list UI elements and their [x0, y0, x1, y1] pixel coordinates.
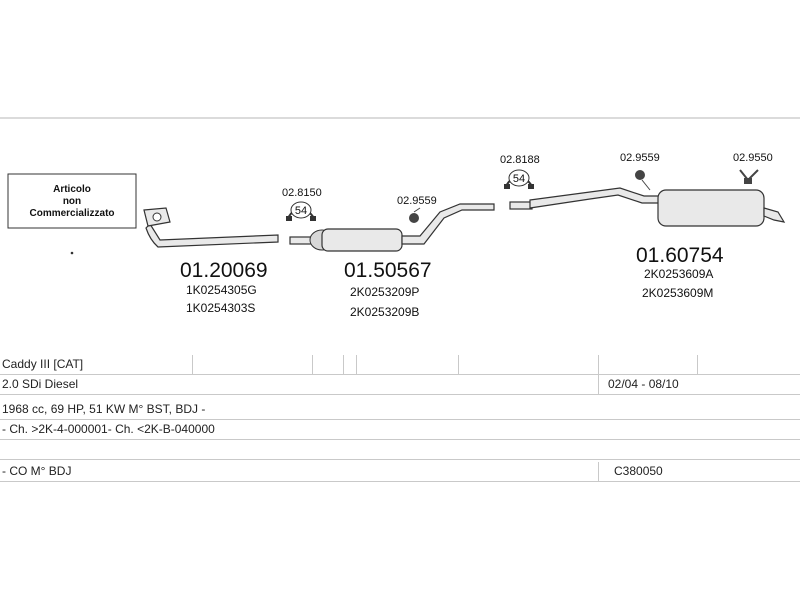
middle-silencer-part[interactable] — [289, 203, 495, 252]
engine-spec: 1968 cc, 69 HP, 51 KW M° BST, BDJ - — [2, 402, 206, 416]
front-pipe-oem-1: 1K0254305G — [186, 283, 257, 297]
model-row: Caddy III [CAT] — [0, 355, 800, 375]
clamp-2-icon[interactable]: 02.8188 54 — [500, 154, 540, 189]
middle-silencer-oem-2: 2K0253209B — [350, 305, 419, 319]
clamp-1-number: 02.8150 — [282, 187, 322, 199]
not-sold-note: Articolo non Commercializzato — [7, 173, 137, 229]
rubber-mount-2-icon[interactable]: 02.9559 — [620, 152, 660, 191]
blank-row — [0, 440, 800, 460]
engine-row: 2.0 SDi Diesel 02/04 - 08/10 — [0, 375, 800, 395]
clamp-icon[interactable]: 02.8150 54 — [282, 187, 322, 221]
rear-silencer-number: 01.60754 — [636, 244, 724, 267]
model-name: Caddy III [CAT] — [2, 357, 84, 371]
spec-row: 1968 cc, 69 HP, 51 KW M° BST, BDJ - — [0, 400, 800, 420]
mount-1-number: 02.9559 — [397, 195, 437, 207]
rear-silencer-oem-2: 2K0253609M — [642, 286, 713, 300]
chassis-range: - Ch. >2K-4-000001- Ch. <2K-B-040000 — [2, 422, 215, 436]
catalog-code: C380050 — [614, 464, 663, 478]
rubber-mount-3-icon[interactable]: 02.9550 — [733, 152, 773, 184]
date-range: 02/04 - 08/10 — [608, 377, 679, 391]
mount-2-number: 02.9559 — [620, 152, 660, 164]
chassis-row: - Ch. >2K-4-000001- Ch. <2K-B-040000 — [0, 420, 800, 440]
rear-silencer-part[interactable] — [509, 187, 786, 227]
clamp-2-badge: 54 — [513, 173, 525, 185]
middle-silencer-number: 01.50567 — [344, 259, 432, 282]
front-pipe-oem-2: 1K0254303S — [186, 301, 255, 315]
front-pipe-part[interactable] — [143, 207, 279, 248]
engine-type: 2.0 SDi Diesel — [2, 377, 79, 391]
clamp-2-number: 02.8188 — [500, 154, 540, 166]
mount-3-number: 02.9550 — [733, 152, 773, 164]
dot-mark — [70, 251, 74, 255]
clamp-1-badge: 54 — [295, 205, 307, 217]
code-row: - CO M° BDJ C380050 — [0, 462, 800, 482]
middle-silencer-oem-1: 2K0253209P — [350, 285, 419, 299]
note-line-1: Articolo — [53, 184, 91, 195]
rear-silencer-oem-1: 2K0253609A — [644, 267, 713, 281]
note-line-3: Commercializzato — [29, 208, 114, 219]
note-line-2: non — [63, 196, 81, 207]
front-pipe-number: 01.20069 — [180, 259, 268, 282]
rubber-mount-icon[interactable]: 02.9559 — [397, 195, 437, 223]
engine-code: - CO M° BDJ — [2, 464, 72, 478]
